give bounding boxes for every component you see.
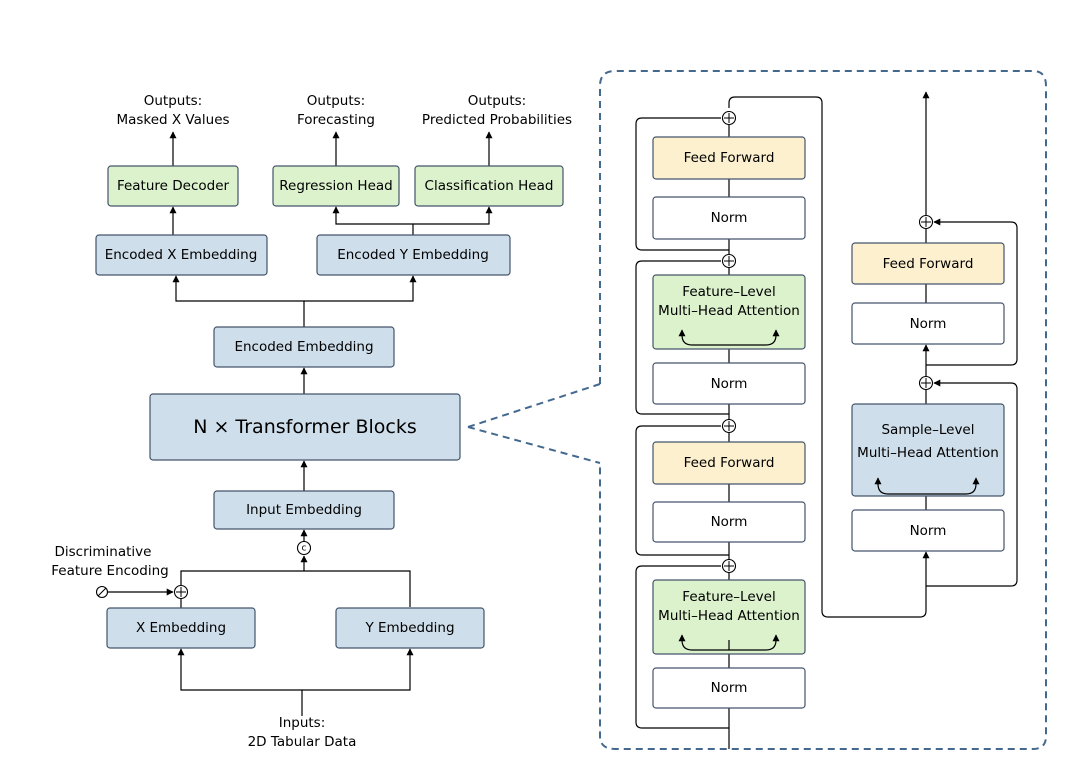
norm-box-2: Norm xyxy=(652,501,806,543)
svg-text:Sample–Level: Sample–Level xyxy=(881,422,974,438)
inputs-label-1: Inputs: xyxy=(279,715,326,731)
feed-forward-box-3: Feed Forward xyxy=(851,242,1005,285)
svg-text:Norm: Norm xyxy=(910,523,947,539)
svg-text:X Embedding: X Embedding xyxy=(136,620,226,636)
encoded-embedding-box: Encoded Embedding xyxy=(213,326,395,368)
svg-text:Feed Forward: Feed Forward xyxy=(684,150,775,166)
classification-head-box: Classification Head xyxy=(414,165,564,207)
outputs-forecasting-label-1: Outputs: xyxy=(307,93,365,109)
add-node-1 xyxy=(721,558,737,574)
feature-attention-box-1: Feature–Level Multi–Head Attention xyxy=(652,579,806,655)
svg-text:Norm: Norm xyxy=(711,680,748,696)
encoded-x-embedding-box: Encoded X Embedding xyxy=(95,234,268,276)
null-icon xyxy=(95,585,109,599)
add-node-6 xyxy=(918,214,934,230)
svg-text:Feed Forward: Feed Forward xyxy=(883,256,974,272)
x-embedding-box: X Embedding xyxy=(106,607,256,649)
svg-text:Feature–Level: Feature–Level xyxy=(682,284,775,300)
sample-attention-box: Sample–Level Multi–Head Attention xyxy=(851,403,1005,497)
norm-box-5: Norm xyxy=(851,509,1005,552)
norm-box-1: Norm xyxy=(652,667,806,709)
svg-text:Regression Head: Regression Head xyxy=(279,178,392,194)
feed-forward-box-2: Feed Forward xyxy=(652,136,806,180)
svg-text:Norm: Norm xyxy=(910,316,947,332)
outputs-masked-label-2: Masked X Values xyxy=(116,112,229,128)
svg-text:Norm: Norm xyxy=(711,514,748,530)
add-node-x xyxy=(173,584,189,600)
outputs-forecasting-label-2: Forecasting xyxy=(297,112,375,128)
svg-text:Feature Decoder: Feature Decoder xyxy=(117,178,230,194)
discriminative-label-1: Discriminative xyxy=(55,544,152,560)
add-node-3 xyxy=(721,253,737,269)
svg-text:Multi–Head Attention: Multi–Head Attention xyxy=(857,445,999,461)
transformer-blocks-box: N × Transformer Blocks xyxy=(149,393,461,461)
svg-text:Multi–Head Attention: Multi–Head Attention xyxy=(658,608,800,624)
feed-forward-box-1: Feed Forward xyxy=(652,441,806,485)
add-node-2 xyxy=(721,418,737,434)
svg-text:Norm: Norm xyxy=(711,210,748,226)
svg-text:Feature–Level: Feature–Level xyxy=(682,589,775,605)
outputs-probabilities-label-2: Predicted Probabilities xyxy=(422,112,572,128)
svg-text:Classification Head: Classification Head xyxy=(425,178,554,194)
svg-text:Norm: Norm xyxy=(711,376,748,392)
svg-text:N × Transformer Blocks: N × Transformer Blocks xyxy=(193,416,417,438)
svg-text:Encoded X Embedding: Encoded X Embedding xyxy=(105,247,258,263)
svg-text:c: c xyxy=(302,544,307,554)
norm-box-3: Norm xyxy=(652,362,806,405)
svg-text:Input Embedding: Input Embedding xyxy=(246,502,362,518)
discriminative-label-2: Feature Encoding xyxy=(51,563,169,579)
norm-box-4: Norm xyxy=(652,196,806,240)
outputs-masked-label-1: Outputs: xyxy=(144,93,202,109)
feature-attention-box-2: Feature–Level Multi–Head Attention xyxy=(652,274,806,350)
concat-node: c xyxy=(296,540,312,556)
norm-box-6: Norm xyxy=(851,302,1005,345)
feature-decoder-box: Feature Decoder xyxy=(107,165,239,207)
add-node-5 xyxy=(918,375,934,391)
svg-text:Encoded Y Embedding: Encoded Y Embedding xyxy=(337,247,489,263)
inputs-label-2: 2D Tabular Data xyxy=(248,734,357,750)
input-embedding-box: Input Embedding xyxy=(213,490,395,530)
detail-panel-border xyxy=(599,70,1047,750)
encoded-y-embedding-box: Encoded Y Embedding xyxy=(316,234,511,276)
regression-head-box: Regression Head xyxy=(272,165,400,207)
svg-text:Feed Forward: Feed Forward xyxy=(684,455,775,471)
svg-text:Y Embedding: Y Embedding xyxy=(364,620,454,636)
svg-text:Multi–Head Attention: Multi–Head Attention xyxy=(658,303,800,319)
outputs-probabilities-label-1: Outputs: xyxy=(468,93,526,109)
add-node-4 xyxy=(721,110,737,126)
y-embedding-box: Y Embedding xyxy=(335,607,485,649)
svg-text:Encoded Embedding: Encoded Embedding xyxy=(234,339,373,355)
